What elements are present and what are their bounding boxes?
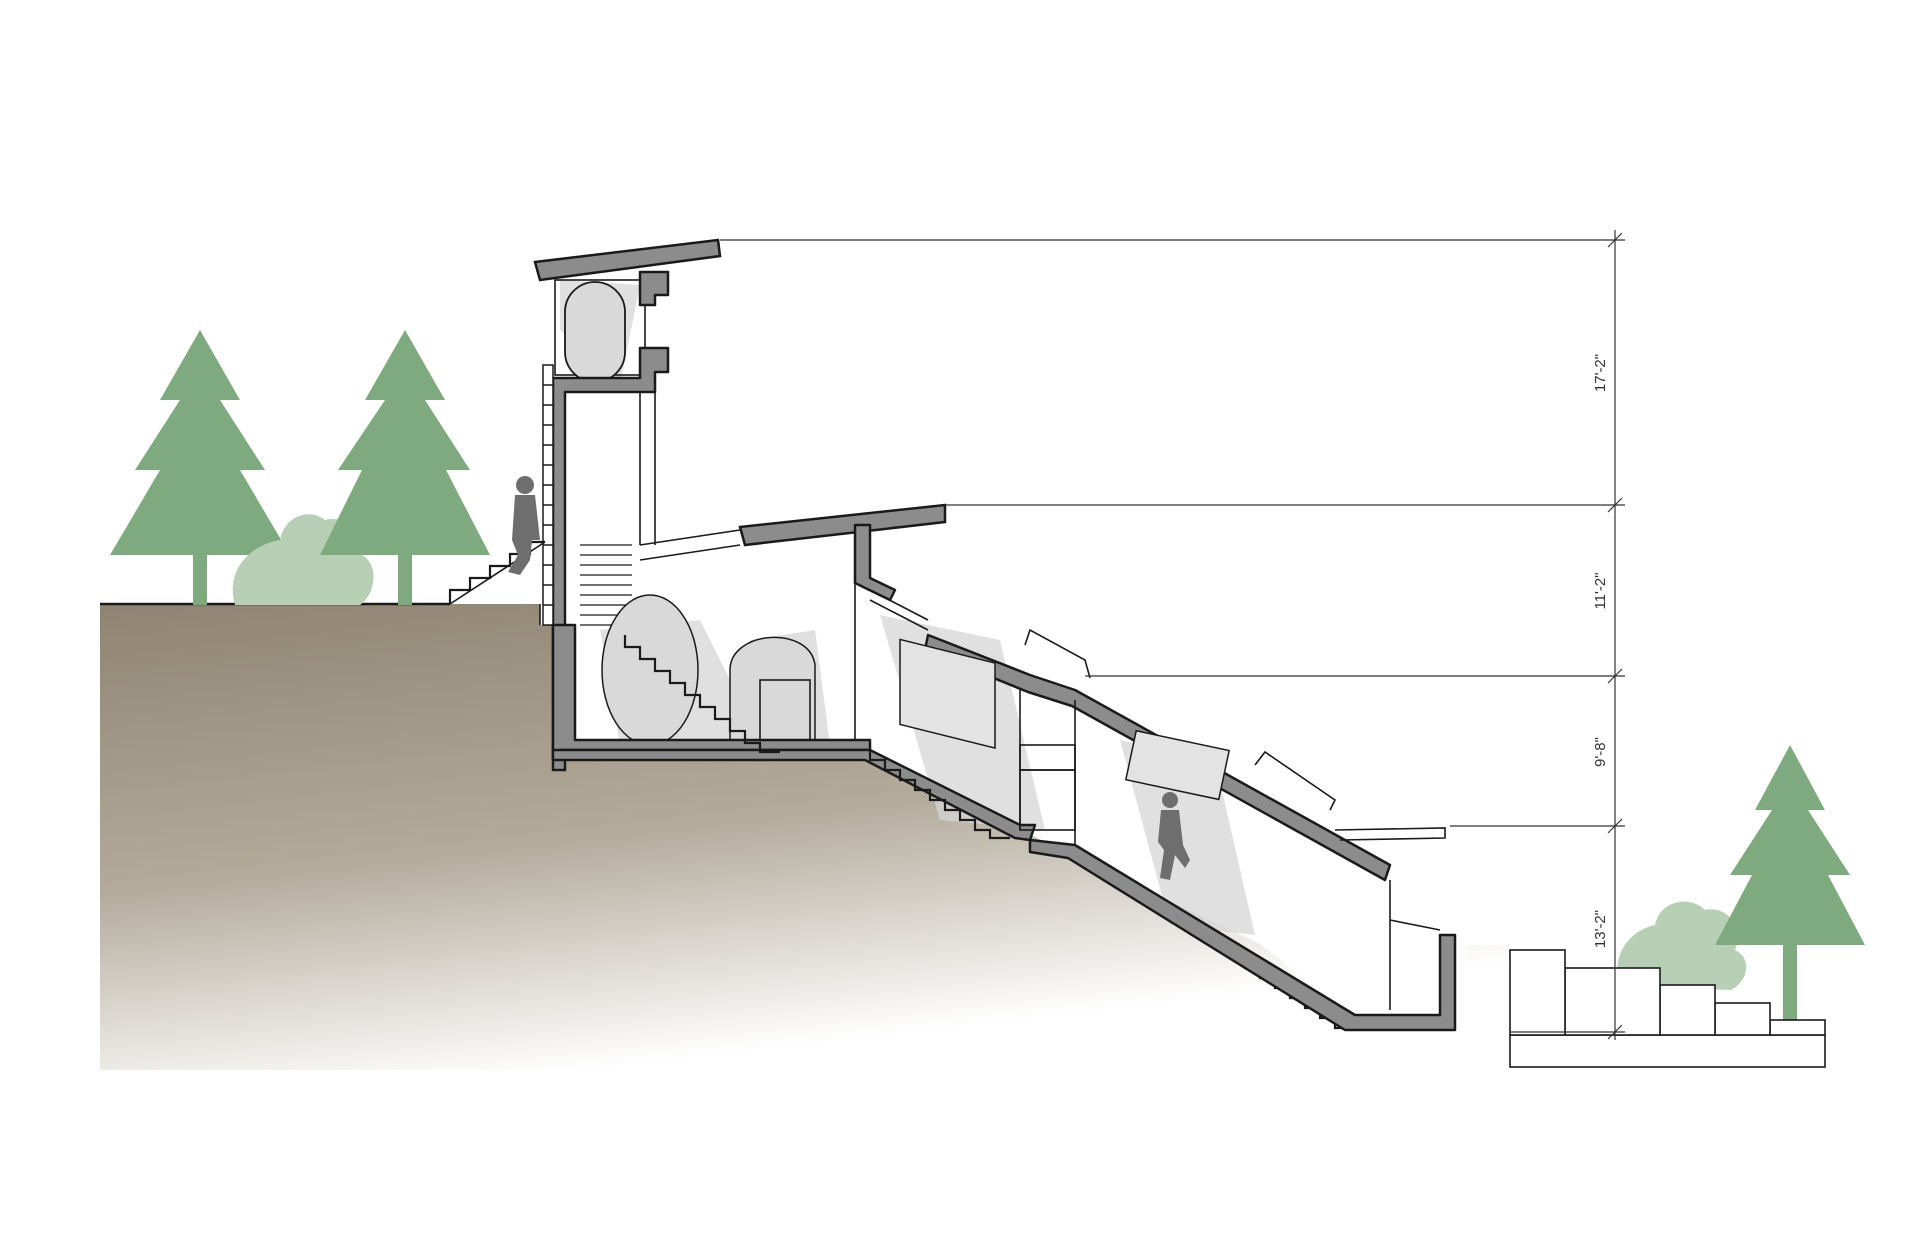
dimension-lines — [720, 230, 1625, 1040]
exterior-steps-right — [1509, 949, 1826, 1068]
person-lower-icon — [1158, 792, 1190, 880]
tower-window-frame — [564, 281, 626, 383]
mid-roof — [738, 503, 947, 547]
clerestory-upper — [899, 638, 996, 750]
dimension-label-mid: 11'-2" — [1592, 572, 1609, 609]
tree-left-2-icon — [320, 330, 490, 605]
mid-window-arch — [729, 636, 816, 746]
mid-window-oval — [601, 594, 699, 746]
ground-earth — [100, 604, 1510, 1070]
person-upper-icon — [508, 476, 540, 575]
tree-left-1-icon — [110, 330, 290, 605]
diagonal-roof — [869, 589, 1446, 882]
clerestory-lower — [1124, 729, 1231, 801]
mid-level — [580, 503, 947, 760]
dimension-label-lower: 9'-8" — [1592, 737, 1609, 767]
dimension-label-upper: 17'-2" — [1592, 354, 1609, 392]
tower-roof — [533, 238, 722, 282]
dimension-label-base: 13'-2" — [1592, 910, 1609, 948]
lower-retaining-wall — [1028, 838, 1457, 1032]
facade-trellis — [542, 364, 554, 626]
tree-right-icon — [1715, 745, 1865, 1020]
